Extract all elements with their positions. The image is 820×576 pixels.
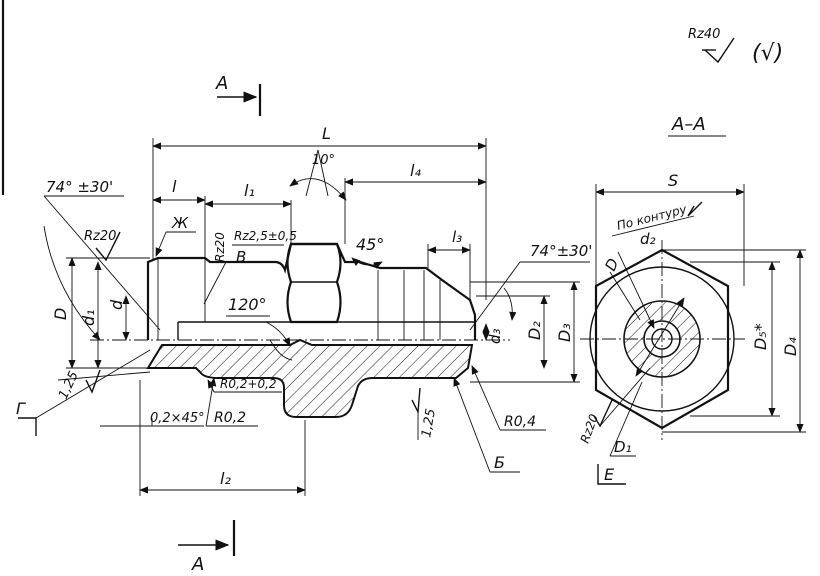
dim-D5-label: D₅* (751, 323, 770, 350)
dim-D5: D₅* (690, 261, 780, 417)
letter-e-label: Е (604, 465, 615, 484)
dim-d-label: d (107, 299, 126, 310)
angle-120: 120° (226, 295, 291, 347)
letter-v-label: В (236, 248, 246, 266)
dim-d3-label: d₃ (486, 328, 504, 344)
dim-L-label: L (322, 124, 331, 143)
dim-D3: D₃ (470, 281, 580, 383)
hex-collar (286, 242, 342, 324)
dim-l3-label: l₃ (452, 228, 462, 246)
angle-74-left-label: 74° ±30' (46, 178, 113, 196)
dim-d1-label: d₁ (79, 309, 98, 326)
roughness-other-label: (√) (752, 41, 783, 66)
dim-l2: l₂ (139, 380, 306, 496)
roughness-rz40-label: Rz40 (688, 27, 720, 42)
angle-10-label: 10° (312, 153, 335, 168)
dim-d: d (107, 295, 130, 341)
angle-120-label: 120° (228, 295, 267, 314)
dim-D-label: D (51, 308, 70, 320)
letter-zh: Ж (155, 214, 196, 257)
chamfer-note: 0,2×45° R0,2 (100, 377, 258, 427)
dim-D2: D₂ (476, 295, 550, 369)
dim-l3: l₃ (427, 228, 471, 300)
hex-d-label: D (601, 256, 622, 274)
angle-74-right-label: 74°±30' (530, 242, 592, 260)
chamfer-label: 0,2×45° (150, 411, 205, 426)
dim-l2-label: l₂ (220, 469, 231, 488)
dim-D2-label: D₂ (525, 321, 544, 340)
letter-b-label: Б (494, 453, 505, 472)
dim-d1: d₁ (79, 261, 102, 369)
dim-S: S (595, 171, 745, 286)
dim-l1-label: l₁ (244, 181, 255, 200)
dim-D: D (51, 257, 150, 369)
roughness-125-right: 1,25 (411, 387, 439, 440)
part-outline-upper (146, 242, 477, 340)
angle-74-left: 74° ±30' (43, 178, 161, 341)
section-hatched-area (146, 338, 474, 418)
roughness-125-left: 1,25 Г (16, 349, 151, 436)
radius-r02-tol-label: R0,2+0,2 (220, 377, 277, 391)
letter-b: Б (453, 377, 520, 473)
letter-g-label: Г (16, 399, 26, 418)
dim-l4-label: l₄ (410, 161, 421, 180)
roughness-rz25: Rz2,5±0,5 В (232, 229, 297, 266)
dim-D3-label: D₃ (555, 323, 574, 342)
dim-d3: d₃ (482, 323, 504, 344)
section-marker-bottom: A (178, 520, 236, 575)
general-roughness-mark: Rz40 (√) (688, 27, 783, 66)
section-marker-top: A (215, 73, 262, 116)
angle-74-right: 74°±30' (469, 242, 592, 331)
roughness-rz20-left-label: Rz20 (84, 229, 116, 244)
roughness-rz20-left: Rz20 (72, 229, 148, 262)
size-125-left-label: 1,25 (56, 369, 82, 402)
dim-S-label: S (668, 171, 678, 190)
size-125-right-label: 1,25 (419, 408, 439, 439)
roughness-rz25-label: Rz2,5±0,5 (234, 229, 297, 243)
dim-D4: D₄ (662, 249, 806, 433)
roughness-rz20-end-label: Rz20 (578, 412, 602, 445)
roughness-rz20-vertical: Rz20 (203, 232, 227, 305)
roughness-rz20-end: Rz20 (578, 367, 651, 445)
radius-r04: R0,4 (471, 365, 546, 431)
angle-45: 45° (351, 235, 384, 269)
dim-d2-label: d₂ (640, 230, 656, 248)
section-view: A–A S По контуру d₂ D (578, 114, 806, 485)
radius-r02-tol: R0,2+0,2 (207, 377, 282, 393)
dim-l-label: l (172, 177, 177, 196)
main-view: L l l₁ 10° l₄ (16, 124, 592, 496)
roughness-rz20-vertical-label: Rz20 (213, 232, 227, 262)
dim-L: L (152, 124, 487, 300)
dim-D4-label: D₄ (781, 337, 800, 356)
radius-r04-label: R0,4 (504, 414, 536, 430)
dim-D1-label: D₁ (614, 438, 632, 456)
angle-45-label: 45° (356, 235, 384, 254)
radius-r02-label: R0,2 (214, 410, 246, 426)
dim-D1: D₁ (609, 297, 685, 457)
section-title: A–A (671, 114, 706, 135)
section-marker-top-label: A (215, 73, 228, 94)
dim-l4: l₄ (344, 161, 487, 244)
letter-zh-label: Ж (171, 214, 189, 232)
angle-10: 10° (289, 149, 347, 201)
letter-e: Е (597, 464, 626, 485)
section-marker-bottom-label: A (191, 554, 204, 575)
by-contour-label: По контуру (615, 202, 689, 233)
dim-l1: l₁ (204, 181, 292, 244)
by-contour-note: По контуру (611, 201, 703, 237)
